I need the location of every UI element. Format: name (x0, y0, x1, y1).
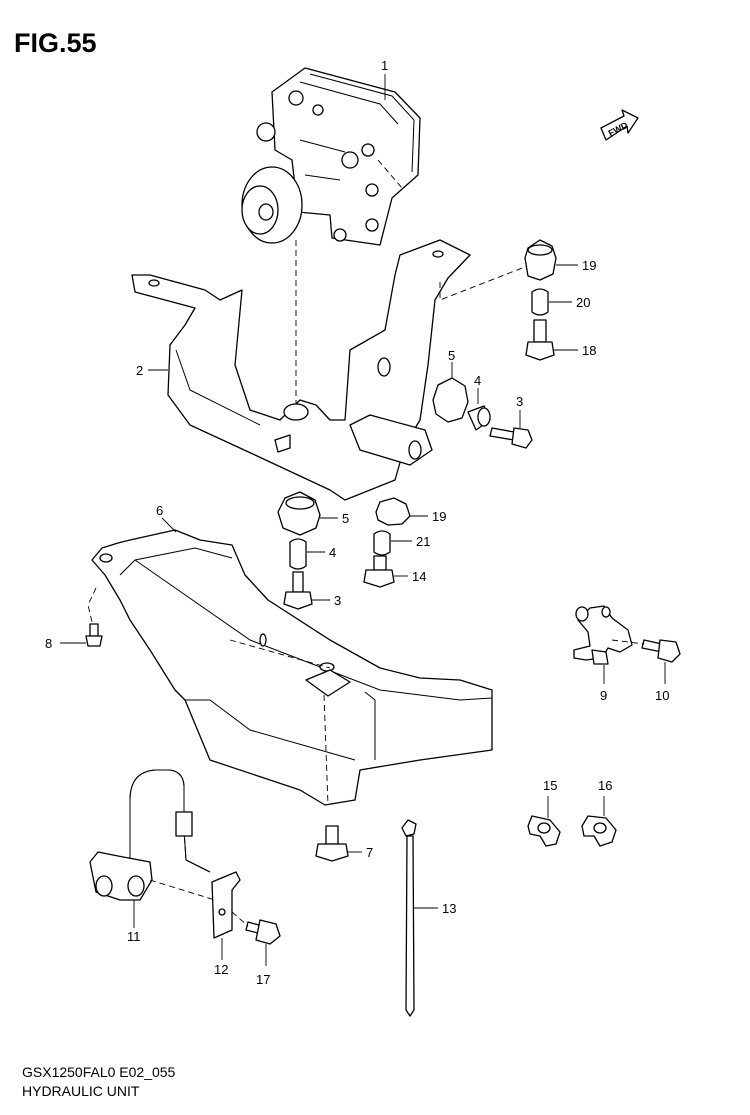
grommet-5-lower[interactable] (277, 491, 321, 536)
callout-8: 8 (45, 636, 52, 651)
grommet-lower[interactable] (375, 497, 411, 526)
callout-7: 7 (366, 845, 373, 860)
bolt-10[interactable] (641, 639, 681, 663)
bolt-3-lower[interactable] (283, 571, 313, 610)
callout-2: 2 (136, 363, 143, 378)
collar-4-upper[interactable] (467, 405, 491, 431)
figure-title: FIG.55 (14, 28, 97, 58)
callout-18: 16 (598, 778, 612, 793)
callout-3-upper: 3 (516, 394, 523, 409)
callout-1: 1 (381, 58, 388, 73)
hydraulic-unit[interactable] (241, 67, 421, 246)
bolt-16[interactable] (363, 555, 395, 588)
collar-4-lower[interactable] (289, 538, 307, 570)
callout-5-upper: 5 (448, 348, 455, 363)
sensor-clamp-14[interactable] (211, 871, 241, 939)
bolt-3-upper[interactable] (489, 427, 533, 449)
callout-19-upper: 19 (582, 258, 596, 273)
wheel-speed-sensor-11[interactable] (89, 769, 211, 901)
bolt-15[interactable] (525, 319, 555, 361)
grommet-5-upper[interactable] (432, 377, 469, 423)
collar-20[interactable] (531, 288, 549, 316)
callout-14: 12 (214, 962, 228, 977)
lower-cover-tray[interactable] (91, 529, 493, 806)
grommet-upper[interactable] (524, 239, 557, 281)
callout-4-lower: 4 (329, 545, 336, 560)
callout-13: 13 (442, 901, 456, 916)
callout-20: 20 (576, 295, 590, 310)
model-code: GSX1250FAL0 E02_055 (22, 1064, 176, 1080)
callout-9: 9 (600, 688, 607, 703)
wheel-speed-sensor-9[interactable] (573, 605, 633, 665)
bolt-12[interactable] (245, 919, 281, 945)
callout-19-lower: 19 (432, 509, 446, 524)
forward-arrow-icon: FWD (600, 109, 639, 141)
collar-21[interactable] (373, 530, 391, 556)
callout-16: 14 (412, 569, 426, 584)
callout-3-lower: 3 (334, 593, 341, 608)
callout-4-upper: 4 (474, 373, 481, 388)
clamp-17[interactable] (527, 815, 561, 847)
clamp-18[interactable] (581, 815, 617, 847)
callout-12: 17 (256, 972, 270, 987)
bolt-7[interactable] (315, 825, 349, 862)
callout-15: 18 (582, 343, 596, 358)
hydraulic-unit-bracket[interactable] (131, 239, 471, 501)
callout-5-lower: 5 (342, 511, 349, 526)
callout-6: 6 (156, 503, 163, 518)
callout-17: 15 (543, 778, 557, 793)
cable-tie-13[interactable] (401, 819, 417, 1017)
callout-10: 10 (655, 688, 669, 703)
callout-21: 21 (416, 534, 430, 549)
screw-8[interactable] (85, 623, 103, 647)
callout-11: 11 (127, 929, 141, 944)
unit-name: HYDRAULIC UNIT (22, 1083, 140, 1099)
